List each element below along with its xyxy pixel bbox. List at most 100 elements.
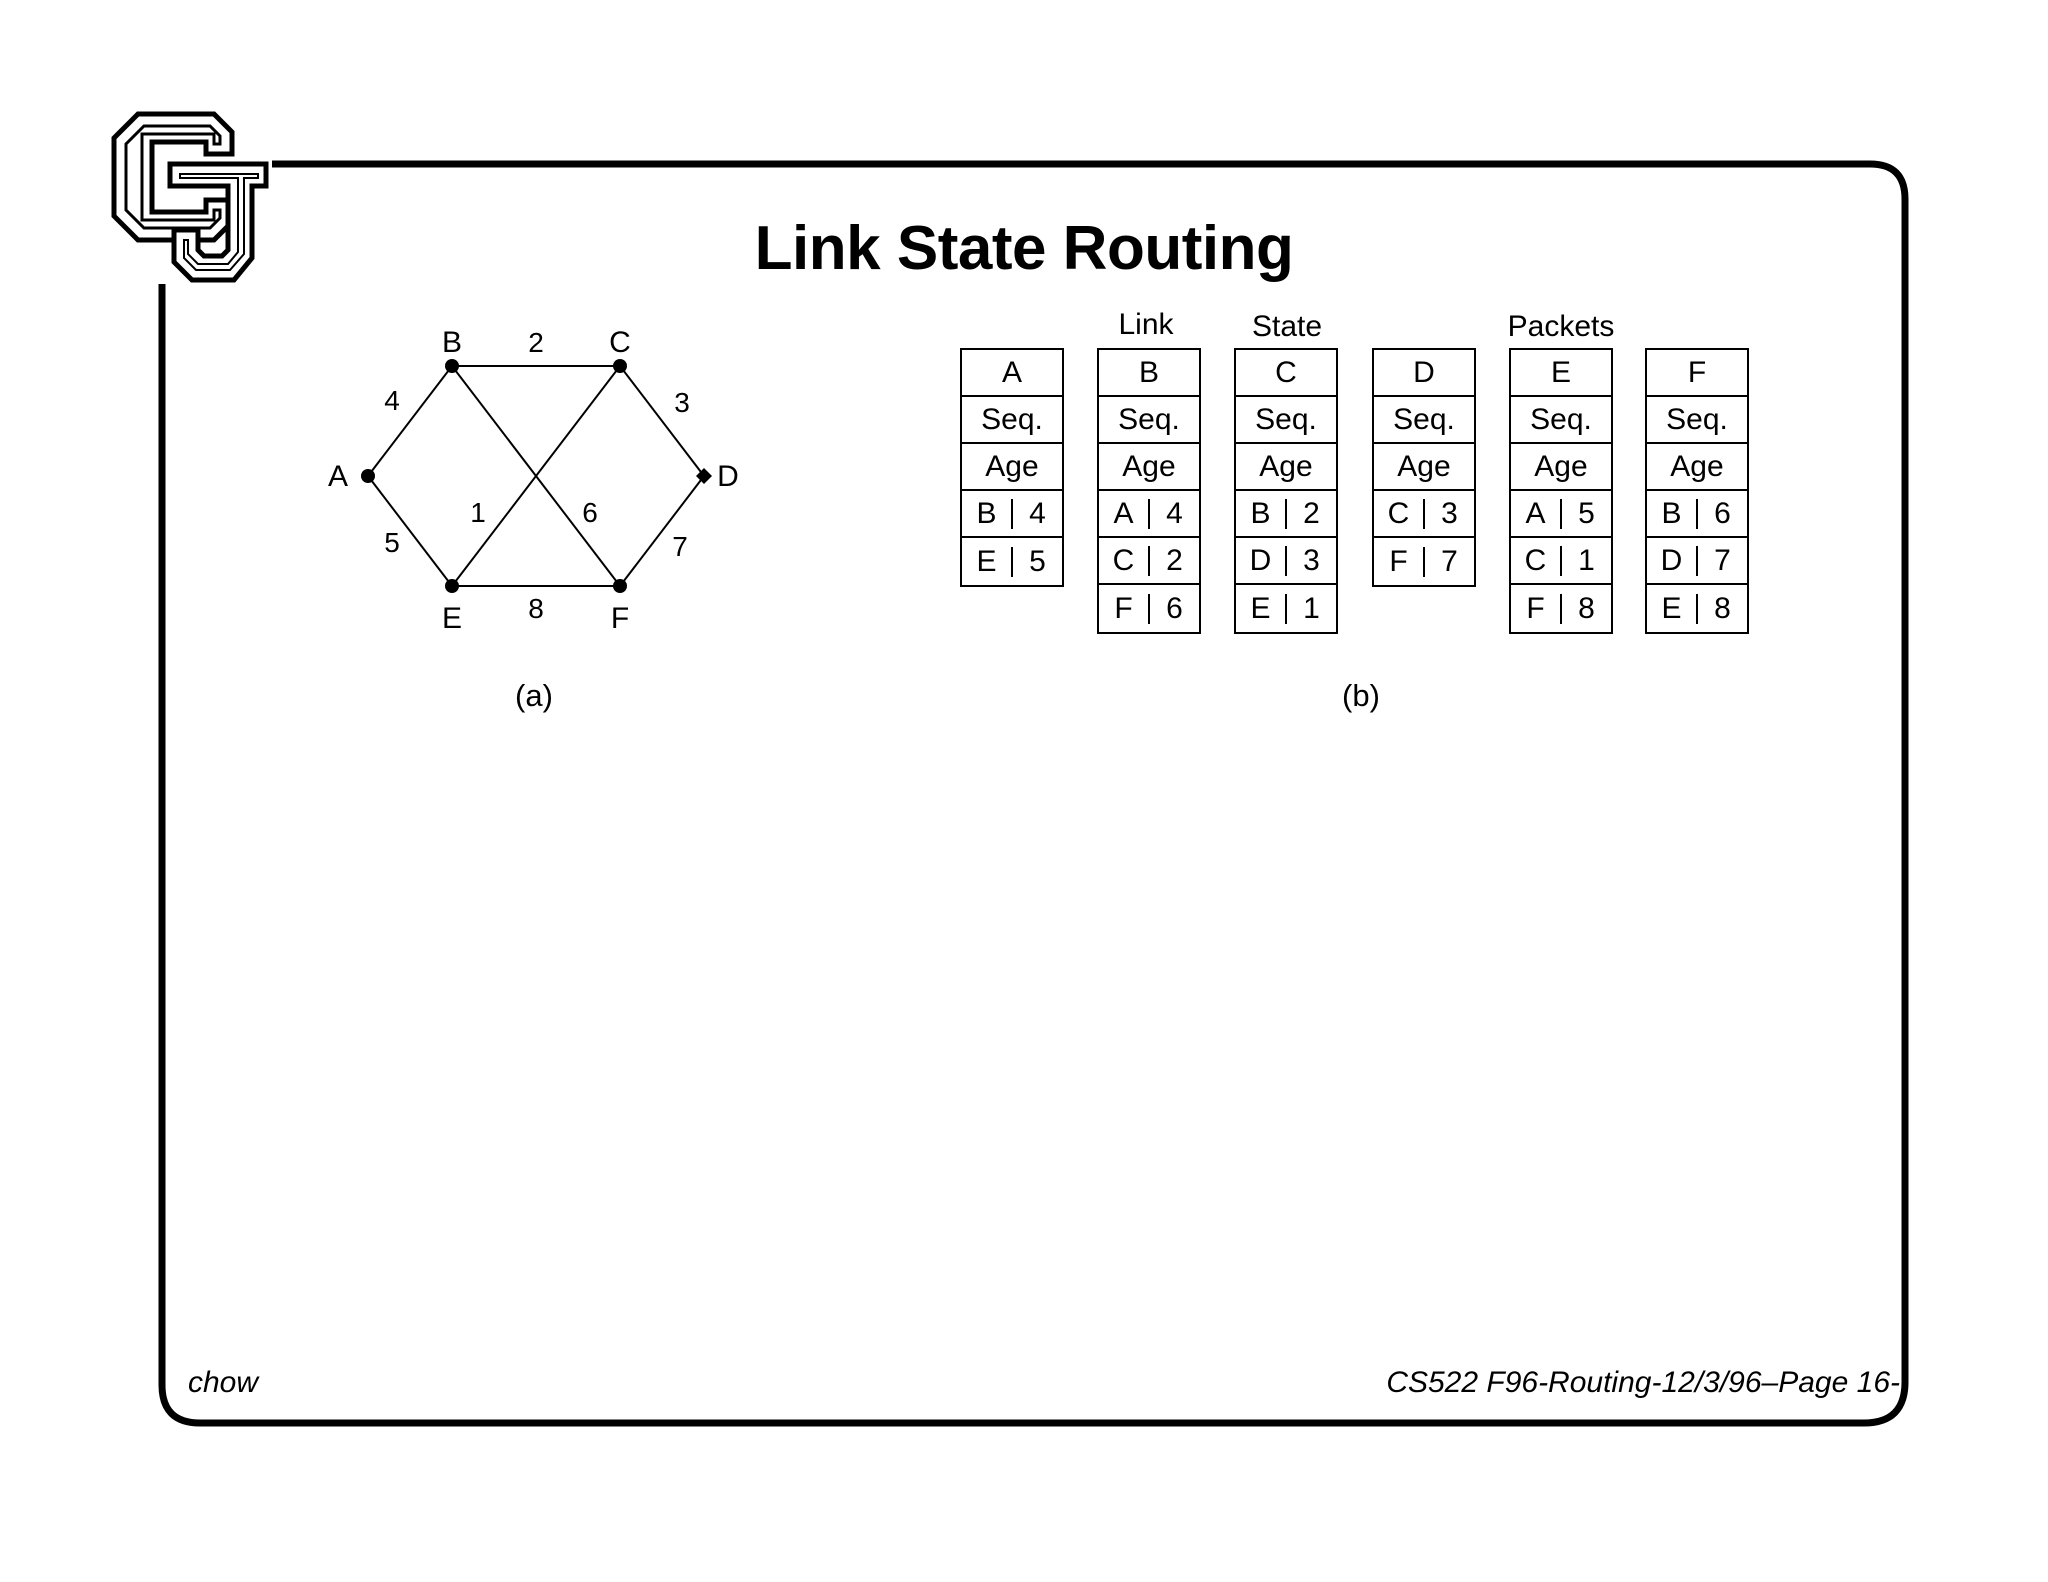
- packet-age: Age: [1647, 444, 1747, 491]
- packet-seq: Seq.: [1236, 397, 1336, 444]
- edge-weight-A-B: 4: [384, 385, 400, 416]
- edge-A-B: [367, 365, 453, 477]
- edge-weight-E-C: 1: [470, 497, 486, 528]
- neighbor-name: F: [1511, 593, 1562, 624]
- edge-weight-E-F: 8: [528, 593, 544, 624]
- packet-age: Age: [1099, 444, 1199, 491]
- node-label-D: D: [717, 460, 739, 493]
- node-A: [361, 469, 375, 483]
- group-label-packets: Packets: [1507, 310, 1615, 343]
- graph-caption: (a): [515, 678, 553, 713]
- neighbor-name: B: [1647, 498, 1698, 529]
- link-cost: 4: [1166, 496, 1183, 530]
- link-cost: 7: [1714, 543, 1731, 577]
- graph-edges: 4 2 3 5 1 6 7 8: [367, 327, 705, 624]
- packet-seq: Seq.: [1099, 397, 1199, 444]
- neighbor-name: B: [1236, 498, 1287, 529]
- edge-weight-B-F: 6: [582, 497, 598, 528]
- neighbor-name: E: [1236, 593, 1287, 624]
- link-cost: 6: [1714, 496, 1731, 530]
- neighbor-name: C: [1511, 545, 1562, 576]
- packet-seq: Seq.: [1647, 397, 1747, 444]
- node-label-B: B: [442, 326, 462, 359]
- packet-router: B: [1099, 350, 1199, 397]
- link-cost: 1: [1303, 591, 1320, 625]
- node-B: [445, 359, 459, 373]
- link-cost: 7: [1441, 544, 1458, 578]
- packet-age: Age: [1236, 444, 1336, 491]
- packets-caption: (b): [1342, 678, 1380, 713]
- node-label-F: F: [611, 602, 629, 635]
- packet-age: Age: [962, 444, 1062, 491]
- node-label-C: C: [609, 326, 631, 359]
- packet-router: F: [1647, 350, 1747, 397]
- packet-router: E: [1511, 350, 1611, 397]
- link-cost: 1: [1578, 543, 1595, 577]
- edge-C-D: [619, 365, 705, 477]
- link-cost: 8: [1578, 591, 1595, 625]
- neighbor-name: C: [1099, 545, 1150, 576]
- footer-author: chow: [188, 1366, 259, 1399]
- edge-A-E: [367, 475, 453, 587]
- link-cost: 3: [1441, 496, 1458, 530]
- node-C: [613, 359, 627, 373]
- packet-seq: Seq.: [1511, 397, 1611, 444]
- link-cost: 6: [1166, 591, 1183, 625]
- link-cost: 2: [1303, 496, 1320, 530]
- neighbor-name: C: [1374, 498, 1425, 529]
- neighbor-name: A: [1099, 498, 1150, 529]
- packet-router: C: [1236, 350, 1336, 397]
- graph-nodes: A B C D E F: [328, 326, 739, 635]
- university-logo: [111, 111, 269, 283]
- link-cost: 5: [1029, 544, 1046, 578]
- edge-weight-D-F: 7: [672, 531, 688, 562]
- edge-D-F: [619, 475, 705, 587]
- edge-weight-B-C: 2: [528, 327, 544, 358]
- neighbor-name: F: [1374, 546, 1425, 577]
- packet-router: A: [962, 350, 1062, 397]
- edge-B-F: [451, 365, 621, 587]
- footer-page-info: CS522 F96-Routing-12/3/96–Page 16-: [1386, 1366, 1900, 1399]
- node-label-E: E: [442, 602, 462, 635]
- packet-seq: Seq.: [1374, 397, 1474, 444]
- packet-seq: Seq.: [962, 397, 1062, 444]
- neighbor-name: E: [1647, 593, 1698, 624]
- link-cost: 3: [1303, 543, 1320, 577]
- node-F: [613, 579, 627, 593]
- node-E: [445, 579, 459, 593]
- network-graph: 4 2 3 5 1 6 7 8 A B C D E F: [328, 326, 739, 635]
- link-cost: 2: [1166, 543, 1183, 577]
- packet-age: Age: [1511, 444, 1611, 491]
- link-cost: 8: [1714, 591, 1731, 625]
- packet-age: Age: [1374, 444, 1474, 491]
- neighbor-name: E: [962, 546, 1013, 577]
- node-label-A: A: [328, 460, 348, 493]
- edge-weight-A-E: 5: [384, 527, 400, 558]
- neighbor-name: F: [1099, 593, 1150, 624]
- edge-weight-C-D: 3: [674, 387, 690, 418]
- node-D: [696, 468, 712, 484]
